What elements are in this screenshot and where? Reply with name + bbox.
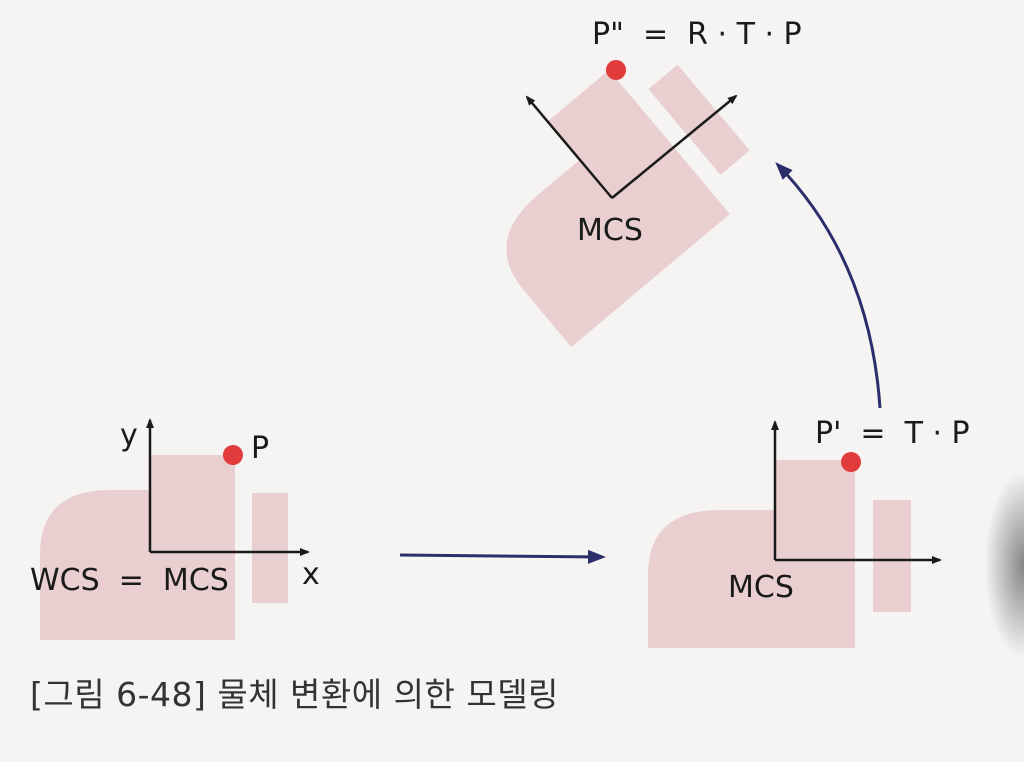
translated-object: P' = T · P MCS [648, 416, 970, 648]
translated-frame-label: MCS [728, 570, 794, 605]
page-edge-shadow [984, 470, 1024, 660]
translated-bar [873, 500, 911, 612]
translate-arrow [399, 549, 606, 564]
translated-point-marker [841, 452, 861, 472]
rotated-y-axis [525, 95, 613, 199]
rotated-bar [648, 64, 750, 175]
original-shape [40, 455, 235, 640]
original-bar [252, 493, 288, 603]
rotated-shape [506, 69, 730, 348]
translated-point-equation: P' = T · P [815, 416, 970, 451]
original-object: y x P WCS = MCS [30, 418, 320, 640]
translated-shape [648, 460, 855, 648]
rotated-x-axis [611, 94, 738, 199]
original-frame-label: WCS = MCS [30, 563, 229, 598]
original-axis-y-label: y [120, 418, 138, 453]
figure-caption: [그림 6-48] 물체 변환에 의한 모델링 [30, 675, 559, 714]
rotated-point-marker [606, 60, 626, 80]
original-point-marker [223, 445, 243, 465]
rotated-point-equation: P" = R · T · P [592, 17, 802, 52]
original-axis-x-label: x [302, 557, 320, 592]
original-point-label: P [251, 431, 269, 466]
rotated-axes: P" = R · T · P MCS [525, 17, 802, 248]
rotated-object [506, 64, 750, 348]
rotated-frame-label: MCS [577, 213, 643, 248]
rotate-arrow [775, 162, 882, 409]
